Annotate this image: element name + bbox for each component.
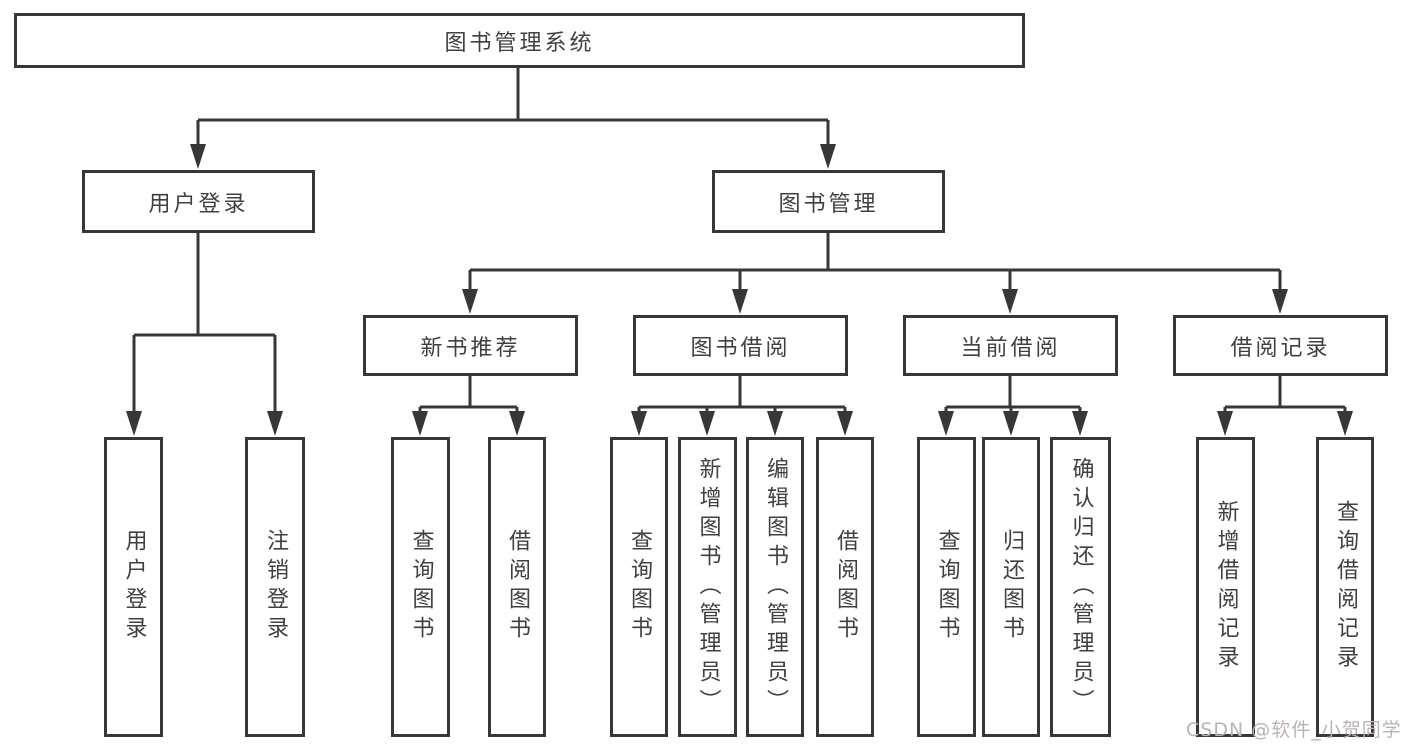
leaf-add-borrow-record: 新增借阅记录 xyxy=(1196,437,1255,737)
node-borrowing-records: 借阅记录 xyxy=(1173,315,1388,376)
arrowhead-icon xyxy=(820,144,836,169)
leaf-return-book: 归还图书 xyxy=(982,437,1040,737)
arrowhead-icon xyxy=(938,411,954,436)
node-book-management: 图书管理 xyxy=(712,170,945,233)
arrowhead-icon xyxy=(1217,411,1233,436)
arrowhead-icon xyxy=(126,411,142,436)
leaf-borrow-books: 借阅图书 xyxy=(816,437,874,737)
node-new-book-recommend: 新书推荐 xyxy=(363,315,578,376)
connector-book-management xyxy=(462,233,1288,314)
leaf-confirm-return-admin: 确认归还（管理员） xyxy=(1050,437,1111,737)
arrowhead-icon xyxy=(1002,289,1018,314)
connector-borrow-records xyxy=(1217,376,1353,436)
connector-book-borrowing xyxy=(631,376,853,436)
arrowhead-icon xyxy=(190,144,206,169)
connector-root xyxy=(190,68,836,169)
arrowhead-icon xyxy=(267,411,283,436)
connector-new-book xyxy=(412,376,525,436)
leaf-logout: 注销登录 xyxy=(245,437,305,737)
connector-user-login xyxy=(126,233,283,436)
arrowhead-icon xyxy=(1003,411,1019,436)
leaf-query-books-recommend: 查询图书 xyxy=(391,437,450,737)
node-library-system: 图书管理系统 xyxy=(14,13,1025,68)
node-user-login: 用户登录 xyxy=(82,170,315,233)
arrowhead-icon xyxy=(837,411,853,436)
connector-current-borrow xyxy=(938,376,1088,436)
arrowhead-icon xyxy=(631,411,647,436)
leaf-user-login: 用户登录 xyxy=(104,437,163,737)
csdn-watermark: CSDN @软件_小贺同学 xyxy=(1186,719,1402,741)
leaf-add-book-admin: 新增图书（管理员） xyxy=(678,437,737,737)
arrowhead-icon xyxy=(1072,411,1088,436)
leaf-borrow-books-recommend: 借阅图书 xyxy=(488,437,546,737)
arrowhead-icon xyxy=(412,411,428,436)
arrowhead-icon xyxy=(732,289,748,314)
arrowhead-icon xyxy=(1337,411,1353,436)
arrowhead-icon xyxy=(767,411,783,436)
arrowhead-icon xyxy=(462,289,478,314)
arrowhead-icon xyxy=(509,411,525,436)
leaf-edit-book-admin: 编辑图书（管理员） xyxy=(746,437,804,737)
leaf-query-books-current: 查询图书 xyxy=(917,437,976,737)
leaf-query-borrow-record: 查询借阅记录 xyxy=(1316,437,1374,737)
arrowhead-icon xyxy=(699,411,715,436)
node-book-borrowing: 图书借阅 xyxy=(633,315,848,376)
leaf-query-books-borrowing: 查询图书 xyxy=(610,437,668,737)
node-current-borrowing: 当前借阅 xyxy=(903,315,1118,376)
arrowhead-icon xyxy=(1272,289,1288,314)
